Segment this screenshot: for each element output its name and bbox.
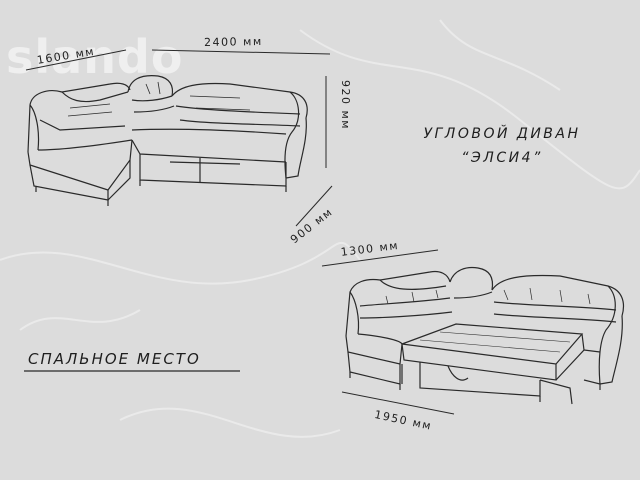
corner-sofa-folded <box>27 75 308 206</box>
dimension-total-width: 2400 мм <box>204 34 263 49</box>
watermark-logo: slando <box>6 30 184 84</box>
corner-sofa-unfolded <box>345 266 625 405</box>
sleeping-place-label: СПАЛЬНОЕ МЕСТО <box>28 350 201 368</box>
product-type-label: УГЛОВОЙ ДИВАН <box>423 126 581 142</box>
product-name-label: “ЭЛСИ4” <box>461 150 543 166</box>
dimension-height: 920 мм <box>339 80 352 131</box>
dimension-lines <box>25 49 455 415</box>
background-decoration <box>0 19 640 438</box>
